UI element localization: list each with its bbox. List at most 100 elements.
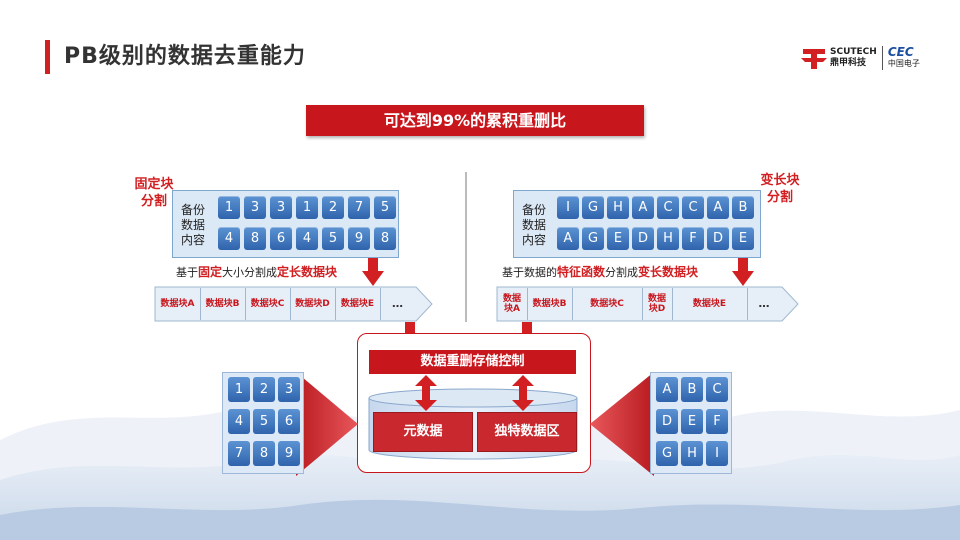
grid-cell: E <box>681 409 703 434</box>
right-caption: 基于数据的特征函数分割成变长数据块 <box>502 263 698 280</box>
right-caption-pre: 基于数据的 <box>502 266 557 279</box>
left-side-text-2: 数据 <box>180 218 205 232</box>
right-caption-em1: 特征函数 <box>557 265 606 279</box>
variable-block-label-line2: 分割 <box>766 190 793 205</box>
data-cell: 2 <box>322 196 344 219</box>
left-data-panel: 备份 数据 内容 1 3 3 1 2 7 5 4 8 6 4 5 9 8 <box>172 190 399 258</box>
variable-block-segment: 数据块C <box>572 288 643 320</box>
data-cell: 1 <box>218 196 240 219</box>
grid-cell: A <box>656 377 678 402</box>
data-cell: 1 <box>296 196 318 219</box>
fixed-block-label: 固定块 分割 <box>126 176 182 210</box>
left-down-arrow-icon <box>362 258 384 286</box>
variable-block-segment: 数据块A <box>497 288 528 320</box>
grid-cell: D <box>656 409 678 434</box>
data-cell: 3 <box>244 196 266 219</box>
data-cell: I <box>557 196 579 219</box>
fixed-block-label-line2: 分割 <box>140 194 167 209</box>
right-block-strip: 数据块A 数据块B 数据块C 数据块D 数据块E … <box>497 288 781 320</box>
left-caption-mid: 大小分割成 <box>222 266 278 279</box>
grid-cell: B <box>681 377 703 402</box>
data-cell: H <box>657 227 679 250</box>
variable-block-segment: 数据块D <box>642 288 673 320</box>
unique-data-updown-arrow-icon <box>512 375 534 411</box>
title-accent-bar <box>45 40 50 74</box>
grid-cell: H <box>681 441 703 466</box>
fixed-block-segment: 数据块C <box>245 288 291 320</box>
right-down-arrow-icon <box>732 258 754 286</box>
variable-block-segment: 数据块E <box>672 288 748 320</box>
right-side-text-3: 内容 <box>521 233 546 247</box>
left-caption: 基于固定大小分割成定长数据块 <box>176 263 337 280</box>
grid-cell: 1 <box>228 377 250 402</box>
logo-brand-en: SCUTECH <box>830 47 877 57</box>
fixed-block-segment: 数据块D <box>290 288 336 320</box>
grid-cell: 4 <box>228 409 250 434</box>
logo-partner-en: CEC <box>887 45 914 59</box>
right-result-grid: A B C D E F G H I <box>650 372 732 474</box>
logo-divider <box>881 46 883 70</box>
fixed-block-segment: 数据块A <box>155 288 201 320</box>
variable-block-ellipsis: … <box>758 297 770 310</box>
unique-data-box: 独特数据区 <box>477 412 577 452</box>
scutech-logo-icon <box>801 49 827 69</box>
data-cell: B <box>732 196 754 219</box>
data-cell: 4 <box>218 227 240 250</box>
data-cell: 5 <box>374 196 396 219</box>
grid-cell: C <box>706 377 728 402</box>
right-caption-mid: 分割成 <box>605 266 639 279</box>
right-side-text-1: 备份 <box>521 203 546 217</box>
data-cell: 9 <box>348 227 370 250</box>
left-side-label: 备份 数据 内容 <box>177 203 209 248</box>
fixed-block-segment: 数据块E <box>335 288 381 320</box>
data-cell: F <box>682 227 704 250</box>
right-data-panel: 备份 数据 内容 I G H A C C A B A G E D H F D E <box>513 190 761 258</box>
grid-cell: 3 <box>278 377 300 402</box>
logo-partner-cn: 中国电子 <box>887 59 920 68</box>
grid-cell: 2 <box>253 377 275 402</box>
grid-cell: 6 <box>278 409 300 434</box>
fixed-block-label-line1: 固定块 <box>134 177 174 192</box>
grid-cell: I <box>706 441 728 466</box>
data-cell: 4 <box>296 227 318 250</box>
data-cell: 6 <box>270 227 292 250</box>
left-caption-em2: 定长数据块 <box>277 265 338 279</box>
logo-brand-cn: 鼎甲科技 <box>830 58 867 68</box>
right-side-label: 备份 数据 内容 <box>518 203 550 248</box>
data-cell: G <box>582 196 604 219</box>
data-cell: D <box>632 227 654 250</box>
data-cell: 5 <box>322 227 344 250</box>
variable-block-segment-label: 数据块D <box>647 294 666 314</box>
grid-cell: 8 <box>253 441 275 466</box>
grid-cell: 7 <box>228 441 250 466</box>
variable-block-label-line1: 变长块 <box>760 173 800 188</box>
grid-cell: 5 <box>253 409 275 434</box>
variable-block-segment-label: 数据块A <box>502 294 521 314</box>
grid-cell: G <box>656 441 678 466</box>
metadata-updown-arrow-icon <box>415 375 437 411</box>
dedup-ratio-banner: 可达到99%的累积重删比 <box>306 105 644 136</box>
data-cell: 7 <box>348 196 370 219</box>
grid-cell: 9 <box>278 441 300 466</box>
left-side-text-1: 备份 <box>180 203 205 217</box>
data-cell: D <box>707 227 729 250</box>
left-result-grid: 1 2 3 4 5 6 7 8 9 <box>222 372 304 474</box>
right-side-text-2: 数据 <box>521 218 546 232</box>
data-cell: C <box>682 196 704 219</box>
data-cell: A <box>707 196 729 219</box>
left-block-strip-shape <box>154 286 433 322</box>
left-caption-em1: 固定 <box>198 265 223 279</box>
data-cell: 8 <box>244 227 266 250</box>
data-cell: H <box>607 196 629 219</box>
data-cell: C <box>657 196 679 219</box>
metadata-box: 元数据 <box>373 412 473 452</box>
variable-block-label: 变长块 分割 <box>750 172 810 206</box>
center-divider <box>465 172 467 322</box>
variable-block-segment: 数据块B <box>527 288 573 320</box>
data-cell: 8 <box>374 227 396 250</box>
page-title: PB级别的数据去重能力 <box>64 44 306 69</box>
right-grid-pointer-shape <box>590 372 654 476</box>
fixed-block-ellipsis: … <box>392 297 403 310</box>
data-cell: E <box>732 227 754 250</box>
data-cell: A <box>557 227 579 250</box>
